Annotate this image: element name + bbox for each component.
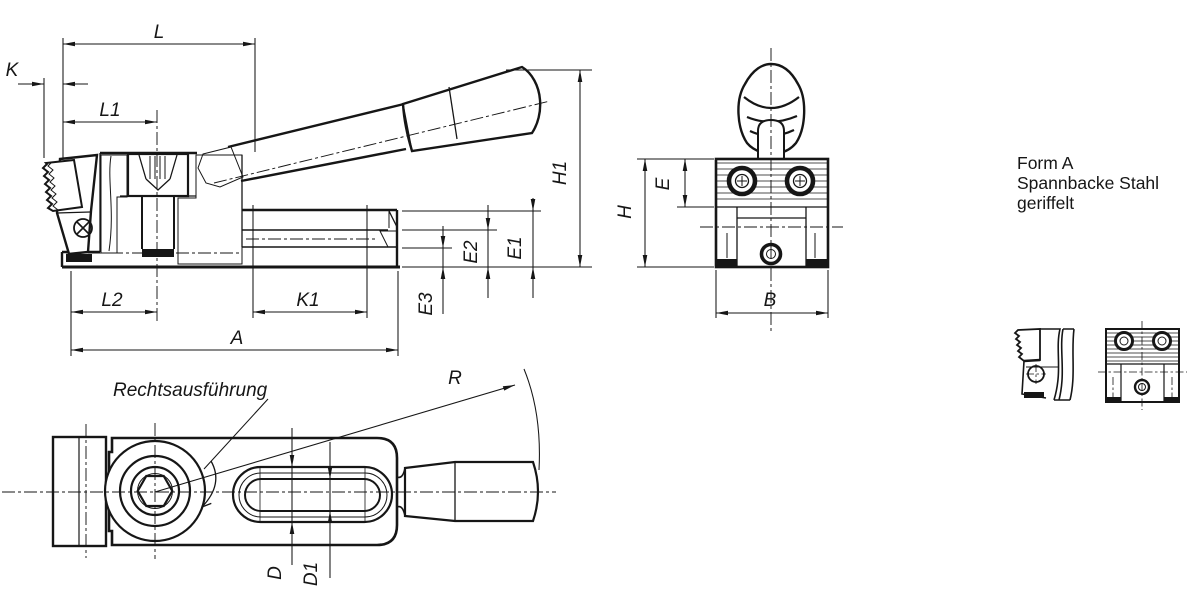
dim-label-E: E — [653, 177, 674, 190]
dim-label-R: R — [448, 368, 462, 389]
top-view-vertical-centerlines — [85, 423, 156, 559]
hex-socket-icon — [136, 474, 174, 508]
dim-label-E2: E2 — [461, 240, 482, 264]
jaw-detail-side-view — [1013, 328, 1075, 401]
top-jaw-block — [51, 435, 108, 548]
slot-dimensions — [289, 428, 333, 578]
dim-label-D1: D1 — [301, 562, 322, 586]
section-hatch-left — [100, 154, 128, 254]
serrated-jaw — [41, 153, 99, 262]
top-view-version-label: Rechtsausführung — [113, 380, 268, 401]
top-handle — [396, 460, 540, 523]
dim-label-L1: L1 — [99, 100, 120, 121]
clamp-slot — [231, 465, 394, 524]
dim-label-E1: E1 — [505, 236, 526, 259]
jaw-detail-front-view — [1098, 321, 1187, 410]
form-note-line1: Form A — [1017, 153, 1074, 173]
clamp-front-view: H E B — [615, 48, 843, 332]
rotation-arrow-icon — [200, 497, 212, 509]
form-note-line2: Spannbacke Stahl — [1017, 173, 1160, 193]
radius-dimension — [154, 368, 540, 493]
rotation-annotation — [200, 398, 269, 509]
section-hatch-plate-end — [379, 230, 398, 248]
pivot-pin-icon — [73, 218, 93, 238]
dim-label-A: A — [230, 328, 244, 349]
base-plate — [60, 208, 400, 269]
socket-head-screw — [120, 152, 196, 257]
front-view-dimensions — [637, 158, 829, 318]
serrated-insert — [41, 158, 84, 213]
dim-label-L2: L2 — [101, 290, 123, 311]
dim-label-B: B — [764, 290, 777, 311]
handle-grip — [401, 65, 542, 153]
side-view-extension-lines — [43, 38, 592, 356]
dim-label-H1: H1 — [550, 161, 571, 185]
dim-label-E3: E3 — [416, 292, 437, 316]
jaw-screw-left — [726, 165, 758, 197]
form-note: Form A Spannbacke Stahl geriffelt — [1017, 153, 1159, 213]
dim-label-K1: K1 — [296, 290, 319, 311]
dim-label-L: L — [154, 22, 165, 43]
clamp-handle — [213, 65, 551, 184]
jaw-screw-right — [784, 165, 816, 197]
detail-serrated-insert — [1013, 328, 1041, 362]
front-view-centerlines — [700, 48, 843, 332]
dim-label-K: K — [6, 60, 20, 81]
dim-label-D: D — [265, 566, 286, 580]
dim-label-H: H — [615, 205, 636, 219]
form-note-line3: geriffelt — [1017, 193, 1075, 213]
clamp-top-view: Rechtsausführung R D D1 — [2, 368, 556, 586]
front-clamp-block — [714, 157, 830, 269]
clamp-side-view: L K L1 L2 K1 A E3 E2 E1 H1 — [6, 22, 592, 356]
side-view-dimensions — [18, 41, 583, 353]
